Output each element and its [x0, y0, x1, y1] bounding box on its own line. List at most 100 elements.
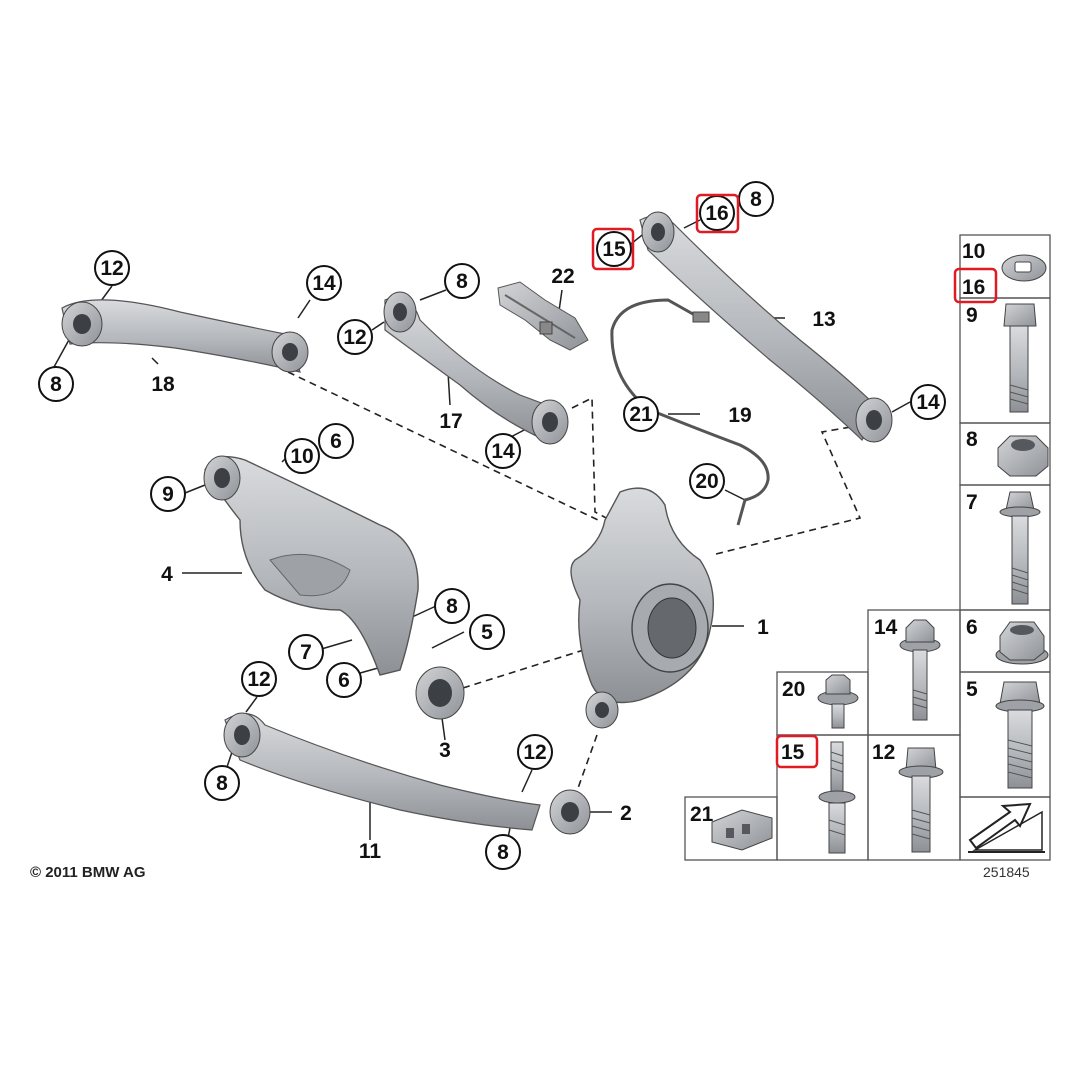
callout-8b [444, 263, 480, 299]
label-10: 10 [290, 445, 313, 468]
label-12c: 12 [247, 668, 270, 691]
callout-8f [485, 834, 521, 870]
dash-13-to-knuckle [711, 424, 863, 556]
dash-18-to-knuckle [287, 371, 599, 521]
label-13: 13 [812, 308, 835, 331]
label-17: 17 [439, 410, 462, 433]
label-16: 16 [705, 202, 728, 225]
legend-cell-21 [684, 796, 778, 861]
label-9: 9 [162, 483, 174, 506]
callout-14a [306, 265, 342, 301]
callout-8d [434, 588, 470, 624]
label-15: 15 [602, 238, 626, 261]
diagram-number: 251845 [983, 864, 1030, 880]
highlight-15 [591, 227, 635, 271]
nut-6-icon [995, 621, 1049, 665]
callout-12a [94, 250, 130, 286]
highlight-16 [695, 193, 740, 234]
legend-label-6: 6 [966, 616, 978, 639]
callout-8e [204, 765, 240, 801]
label-22: 22 [551, 265, 574, 288]
legend-label-5: 5 [966, 678, 978, 701]
callouts [38, 181, 946, 870]
bolt-7-icon [999, 491, 1041, 605]
nut-8-icon [997, 435, 1049, 477]
bolt-9-icon [1003, 303, 1037, 413]
washer-icon [1001, 254, 1047, 282]
callout-12d [517, 734, 553, 770]
leader-lines [53, 219, 911, 840]
legend-label-12: 12 [872, 741, 895, 764]
label-12b: 12 [343, 326, 366, 349]
part-22-bracket [497, 281, 589, 351]
callout-12b [337, 319, 373, 355]
label-8d: 8 [446, 595, 458, 618]
legend-label-20: 20 [782, 678, 805, 701]
callout-5 [469, 614, 505, 650]
callout-numbers: 12 8 14 8 12 14 15 16 8 14 21 20 9 10 6 … [50, 188, 940, 864]
callout-12c [241, 661, 277, 697]
legend-label-14: 14 [874, 616, 898, 639]
legend-highlight-16 [953, 267, 998, 304]
label-2: 2 [620, 802, 632, 825]
label-4: 4 [161, 563, 173, 586]
label-8e: 8 [216, 772, 228, 795]
part-11-control-arm [223, 712, 541, 831]
legend-label-9: 9 [966, 304, 978, 327]
label-8b: 8 [456, 270, 468, 293]
label-5: 5 [481, 621, 493, 644]
callout-10 [284, 438, 320, 474]
label-8f: 8 [497, 841, 509, 864]
legend-label-15: 15 [781, 741, 805, 764]
bolt-12-icon [898, 747, 944, 853]
legend-label-16: 16 [962, 276, 985, 299]
part-1-wheel-carrier [570, 487, 715, 729]
legend-label-21: 21 [690, 803, 714, 826]
part-17-control-arm [383, 291, 569, 445]
callout-8a [38, 366, 74, 402]
direction-arrow-icon [968, 802, 1045, 853]
legend-numbers: 10 16 9 8 7 14 6 20 5 15 12 21 [690, 240, 985, 826]
label-12a: 12 [100, 257, 123, 280]
callout-21 [623, 396, 659, 432]
bolt-5-icon [995, 681, 1045, 789]
callout-6b [326, 662, 362, 698]
plain-labels: 18 17 22 13 19 4 1 3 11 2 [151, 265, 835, 863]
stud-15-icon [818, 741, 856, 854]
legend-highlight-15 [775, 734, 819, 769]
label-14a: 14 [312, 272, 336, 295]
callout-20 [689, 463, 725, 499]
part-3-bushing [415, 666, 465, 720]
callout-15 [596, 231, 632, 267]
callout-14c [910, 384, 946, 420]
callout-14b [485, 433, 521, 469]
dash-17-to-knuckle [571, 396, 611, 521]
label-14b: 14 [491, 440, 515, 463]
dash-3-to-knuckle [462, 647, 591, 689]
connector-21-icon [711, 809, 773, 851]
label-12d: 12 [523, 741, 546, 764]
highlights [591, 193, 740, 271]
legend-hardware [711, 254, 1049, 854]
legend-highlights [775, 267, 998, 769]
hardware-legend [684, 234, 1051, 861]
label-7: 7 [300, 641, 312, 664]
label-21: 21 [629, 403, 653, 426]
part-2-bushing [549, 789, 591, 835]
callout-6a [318, 423, 354, 459]
callout-7 [288, 634, 324, 670]
label-11: 11 [359, 840, 382, 863]
legend-label-10: 10 [962, 240, 985, 263]
label-19: 19 [728, 404, 751, 427]
label-6b: 6 [338, 669, 350, 692]
part-18-control-arm [61, 299, 309, 373]
callout-9 [150, 476, 186, 512]
label-14c: 14 [916, 391, 940, 414]
part-13-control-arm [639, 211, 893, 443]
part-19-sensor-cable [610, 298, 770, 526]
bolt-14-icon [899, 619, 941, 721]
label-20: 20 [695, 470, 718, 493]
label-6a: 6 [330, 430, 342, 453]
